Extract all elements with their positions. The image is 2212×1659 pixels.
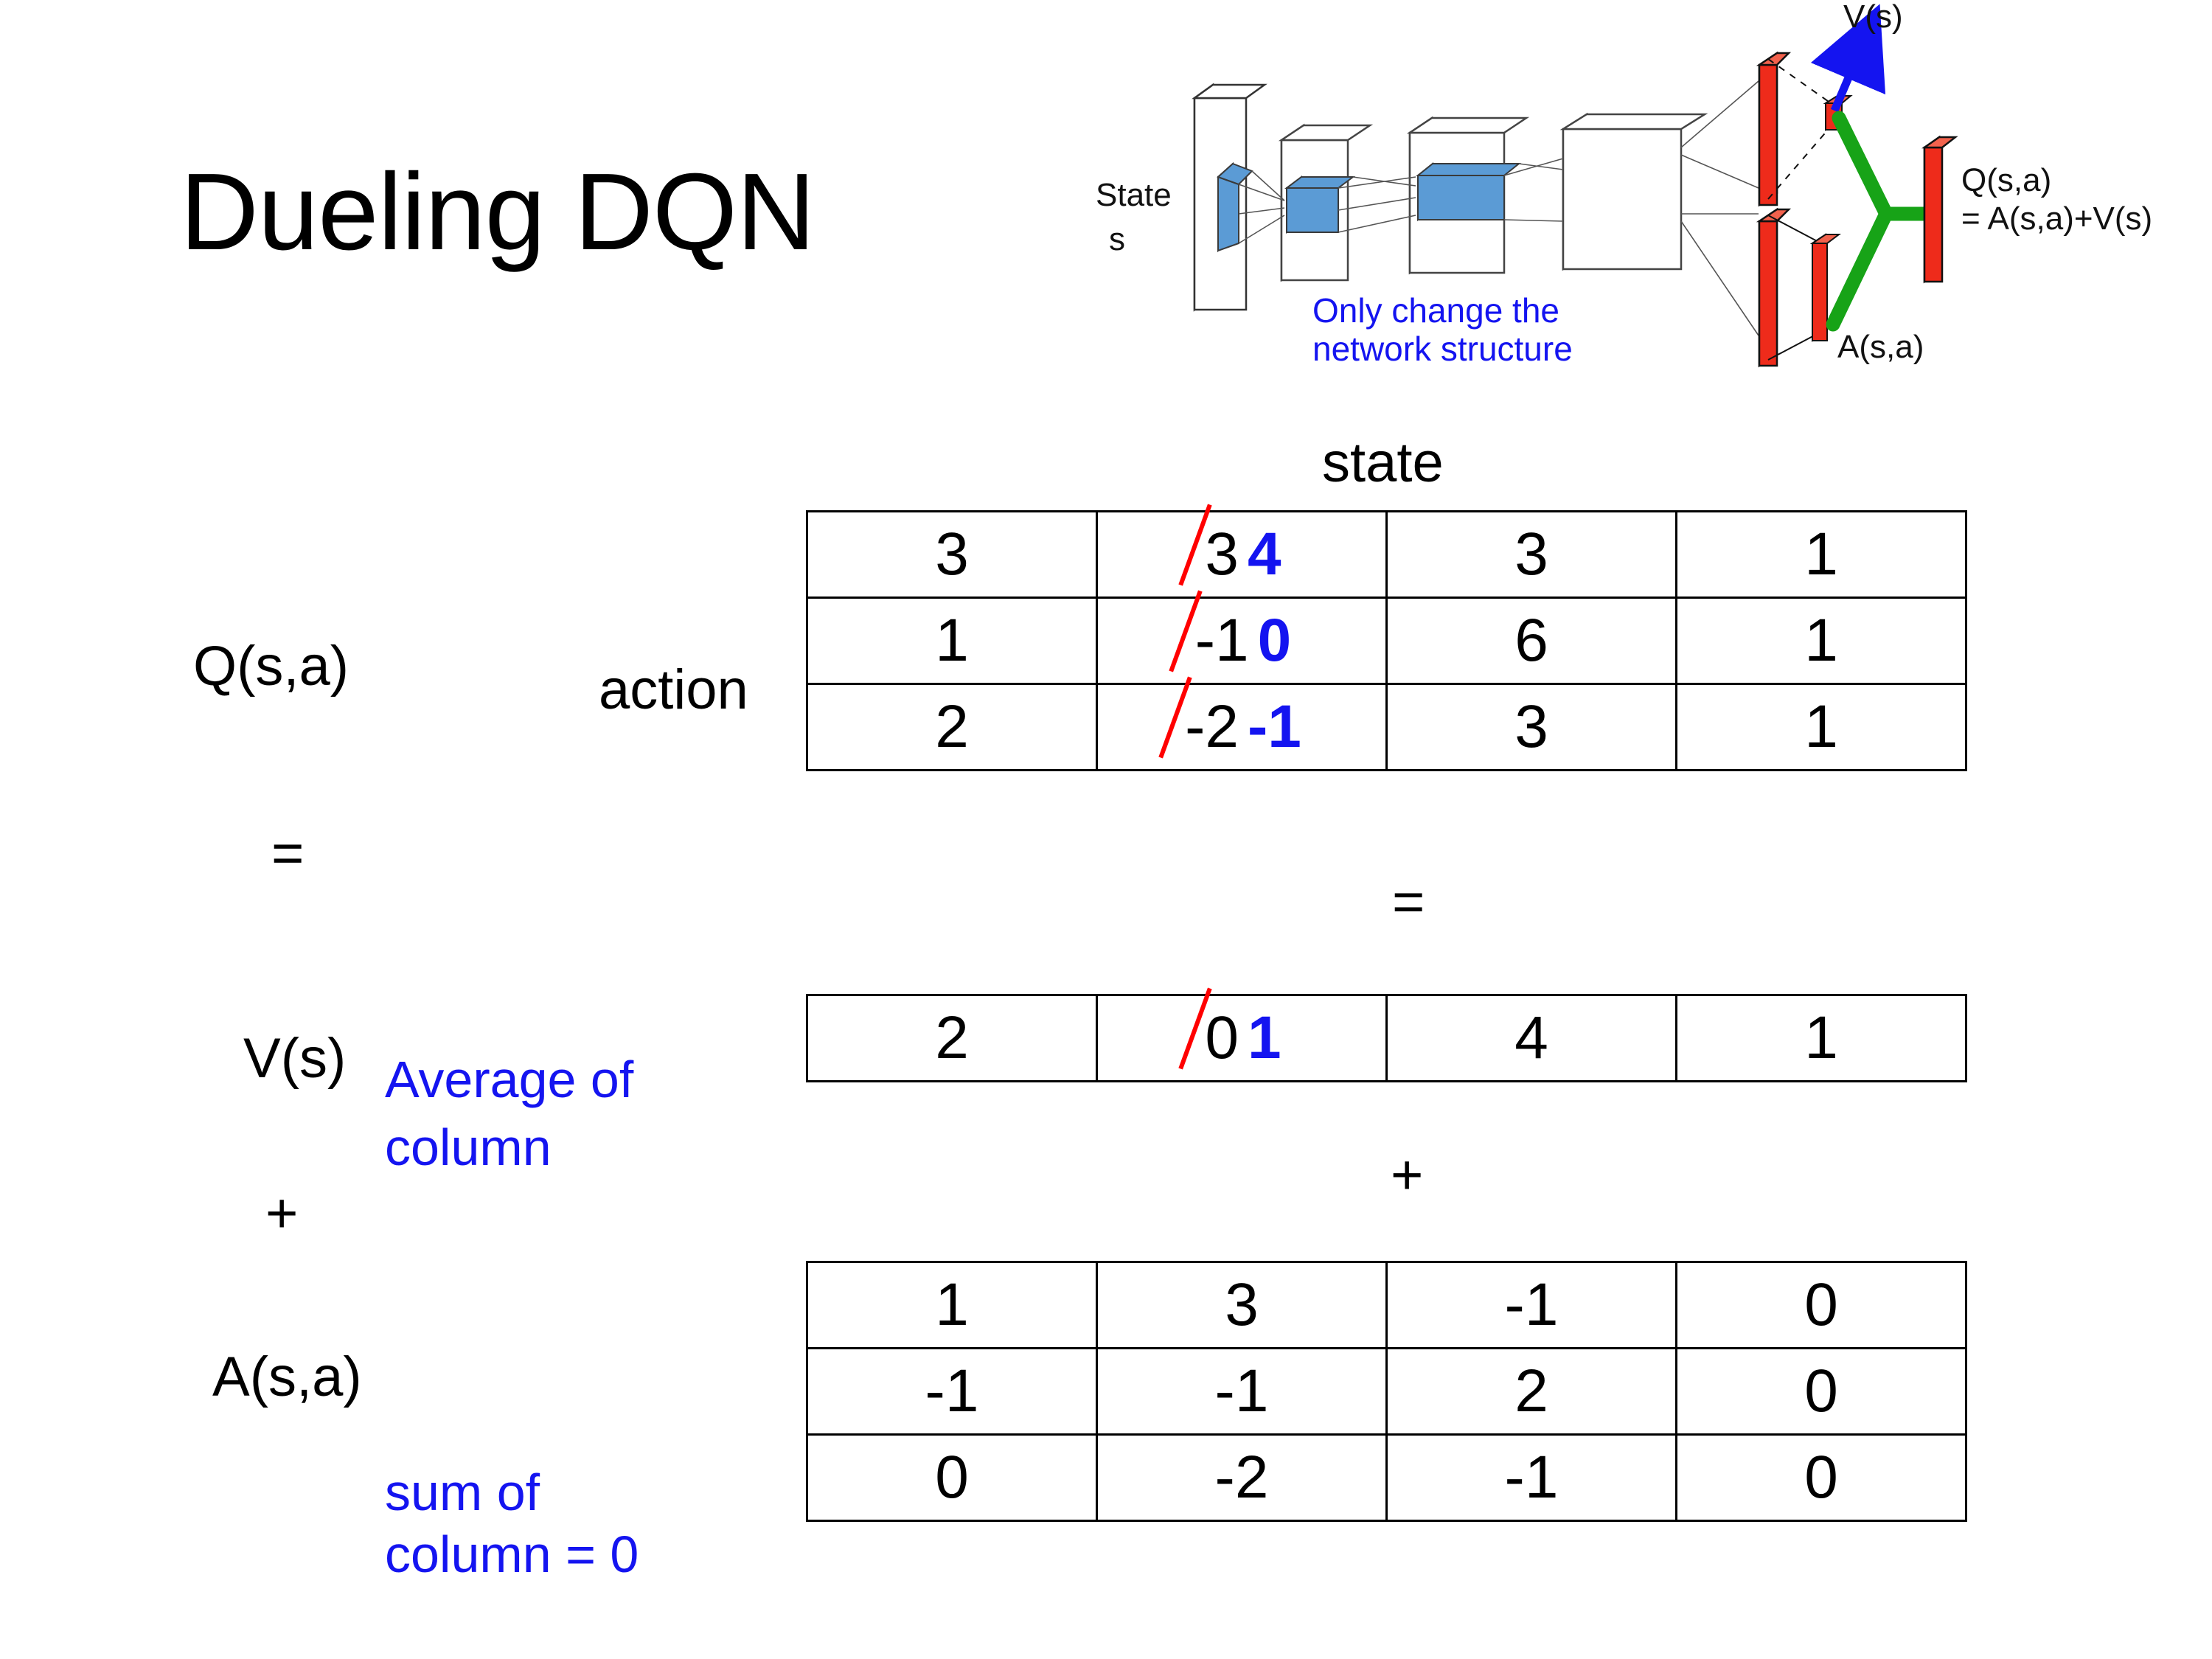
old-value: 0 [1178, 987, 1242, 1073]
q-cell-r0c1[interactable]: 3 4 [1096, 504, 1388, 599]
q-cell-r2c2[interactable]: 3 [1385, 683, 1677, 771]
q-output-label-line1: Q(s,a) [1961, 162, 2052, 198]
v-cell-c0[interactable]: 2 [806, 994, 1098, 1082]
plus-sign-mid: + [1391, 1144, 1424, 1206]
plus-sign-left: + [265, 1182, 299, 1245]
table-row: -1 -1 2 0 [806, 1347, 1967, 1436]
new-value: -1 [1248, 693, 1301, 760]
q-cell-r1c3[interactable]: 1 [1675, 597, 1967, 685]
new-value: 0 [1257, 607, 1292, 674]
a-cell-r0c3[interactable]: 0 [1675, 1261, 1967, 1349]
a-note-line1: sum of [385, 1464, 540, 1521]
v-note-line2: column [385, 1119, 552, 1176]
a-matrix: 1 3 -1 0 -1 -1 2 0 0 -2 -1 0 [806, 1261, 1967, 1522]
q-matrix: 3 3 4 3 1 1 -1 0 6 [806, 504, 1967, 771]
old-value: -1 [1169, 590, 1252, 675]
q-matrix-table: 3 3 4 3 1 1 -1 0 6 [806, 504, 1967, 771]
q-cell-r1c1[interactable]: -1 0 [1096, 590, 1388, 685]
q-cell-r1c2[interactable]: 6 [1385, 597, 1677, 685]
table-row: 1 -1 0 6 1 [806, 590, 1967, 685]
q-cell-r2c0[interactable]: 2 [806, 683, 1098, 771]
equals-sign-mid: = [1392, 871, 1425, 933]
network-note-line1: Only change the [1312, 291, 1560, 330]
advantage-stream-label: A(s,a) [1837, 329, 1924, 365]
table-row: 2 -2 -1 3 1 [806, 676, 1967, 771]
page-title: Dueling DQN [180, 151, 815, 273]
a-cell-r0c2[interactable]: -1 [1385, 1261, 1677, 1349]
new-value: 1 [1248, 1004, 1281, 1071]
old-value: 3 [1178, 504, 1242, 589]
a-matrix-label: A(s,a) [212, 1346, 362, 1408]
v-matrix-table: 2 0 1 4 1 [806, 987, 1967, 1082]
q-output-label-line2: = A(s,a)+V(s) [1961, 201, 2153, 237]
a-cell-r1c2[interactable]: 2 [1385, 1347, 1677, 1436]
v-cell-c3[interactable]: 1 [1675, 994, 1967, 1082]
q-cell-r0c3[interactable]: 1 [1675, 510, 1967, 599]
network-note-line2: network structure [1312, 330, 1573, 368]
a-cell-r2c2[interactable]: -1 [1385, 1433, 1677, 1522]
v-matrix-label: V(s) [243, 1027, 347, 1090]
table-row: 1 3 -1 0 [806, 1261, 1967, 1349]
q-matrix-label: Q(s,a) [193, 635, 349, 698]
state-input-label-line2: s [1109, 221, 1125, 257]
a-cell-r1c1[interactable]: -1 [1096, 1347, 1388, 1436]
v-cell-c1[interactable]: 0 1 [1096, 987, 1388, 1082]
table-row: 3 3 4 3 1 [806, 504, 1967, 599]
old-value: -2 [1158, 676, 1242, 762]
a-cell-r0c1[interactable]: 3 [1096, 1261, 1388, 1349]
a-cell-r1c0[interactable]: -1 [806, 1347, 1098, 1436]
state-axis-label: state [1322, 431, 1444, 494]
q-cell-r0c0[interactable]: 3 [806, 510, 1098, 599]
new-value: 4 [1248, 521, 1281, 588]
action-axis-label: action [599, 658, 748, 721]
a-matrix-table: 1 3 -1 0 -1 -1 2 0 0 -2 -1 0 [806, 1261, 1967, 1522]
q-cell-r1c0[interactable]: 1 [806, 597, 1098, 685]
a-cell-r2c1[interactable]: -2 [1096, 1433, 1388, 1522]
table-row: 2 0 1 4 1 [806, 987, 1967, 1082]
dueling-network-diagram: State s Only change the network structur… [1091, 0, 2212, 413]
table-row: 0 -2 -1 0 [806, 1433, 1967, 1522]
a-note-line2: column = 0 [385, 1526, 639, 1583]
network-architecture-svg [1192, 4, 1958, 368]
state-input-label-line1: State [1096, 177, 1172, 213]
v-cell-c2[interactable]: 4 [1385, 994, 1677, 1082]
value-stream-label: V(s) [1843, 0, 1903, 35]
a-cell-r2c3[interactable]: 0 [1675, 1433, 1967, 1522]
q-cell-r2c3[interactable]: 1 [1675, 683, 1967, 771]
a-cell-r0c0[interactable]: 1 [806, 1261, 1098, 1349]
q-cell-r0c2[interactable]: 3 [1385, 510, 1677, 599]
equals-sign-left: = [271, 822, 305, 885]
v-note-line1: Average of [385, 1051, 634, 1108]
q-cell-r2c1[interactable]: -2 -1 [1096, 676, 1388, 771]
a-cell-r2c0[interactable]: 0 [806, 1433, 1098, 1522]
v-matrix: 2 0 1 4 1 [806, 987, 1967, 1082]
a-cell-r1c3[interactable]: 0 [1675, 1347, 1967, 1436]
